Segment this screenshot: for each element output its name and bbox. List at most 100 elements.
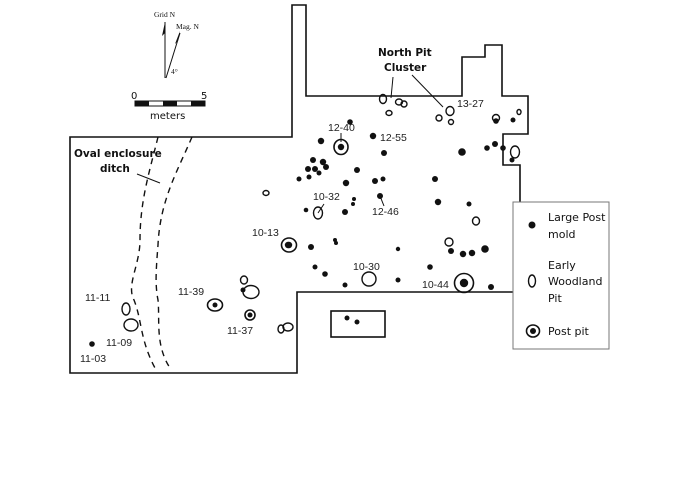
large-post-mold — [296, 176, 302, 182]
early-woodland-pit — [282, 322, 294, 332]
legend-large-post-mold-icon — [528, 221, 536, 229]
early-woodland-pit — [444, 237, 454, 247]
north-pit-cluster-line1: North Pit — [378, 47, 432, 59]
post-pit-core — [247, 312, 253, 318]
legend-item-2-line2: Woodland — [548, 275, 602, 288]
feature-label-11-11: 11-11 — [85, 292, 110, 304]
post-pit-ring — [206, 298, 224, 312]
large-post-mold — [372, 178, 378, 184]
legend-post-pit-icon — [525, 324, 541, 338]
large-post-mold — [323, 164, 329, 170]
early-woodland-pit — [378, 93, 388, 105]
large-post-mold — [354, 319, 360, 325]
large-post-mold — [334, 241, 338, 245]
ditch-annotation: Oval enclosure ditch — [74, 148, 162, 184]
large-post-mold — [319, 158, 327, 166]
large-post-mold — [380, 176, 386, 182]
feature-label-10-30: 10-30 — [353, 261, 380, 273]
large-post-mold — [377, 193, 383, 199]
large-post-mold — [352, 197, 356, 201]
early-woodland-pit — [242, 284, 260, 300]
oval-enclosure-ditch-inner — [130, 136, 159, 369]
feature-label-10-44: 10-44 — [422, 279, 449, 291]
declination-label: 4° — [171, 67, 178, 76]
post-pit-core — [337, 143, 345, 151]
feature-label-11-37: 11-37 — [227, 325, 253, 337]
post-pit-ring — [280, 237, 298, 253]
legend-item-2-line3: Pit — [548, 292, 562, 305]
scale-start-label: 0 — [131, 91, 137, 102]
feature-label-11-03: 11-03 — [80, 353, 106, 365]
grid-north-label: Grid N — [154, 10, 176, 19]
feature-label-10-32: 10-32 — [313, 191, 340, 203]
large-post-mold — [310, 157, 316, 163]
post-pit-core — [459, 278, 469, 288]
large-post-mold — [510, 117, 516, 123]
legend-item-2-line1: Early — [548, 259, 576, 272]
ditch-label-line2: ditch — [100, 163, 130, 175]
scale-end-label: 5 — [201, 91, 207, 102]
large-post-mold — [342, 282, 348, 288]
features-layer — [89, 93, 522, 347]
large-post-mold — [488, 284, 494, 290]
early-woodland-pit — [262, 189, 270, 197]
legend-item-1-line1: Large Post — [548, 211, 606, 224]
legend-item-1-line2: mold — [548, 228, 575, 241]
post-pit-ring — [244, 309, 256, 321]
large-post-mold — [306, 174, 312, 180]
early-woodland-pit — [385, 109, 393, 117]
early-woodland-pit — [123, 318, 139, 332]
large-post-mold — [395, 246, 401, 252]
feature-label-12-40: 12-40 — [328, 122, 355, 134]
early-woodland-pit — [121, 302, 131, 316]
large-post-mold — [317, 137, 325, 145]
large-post-mold — [303, 207, 309, 213]
large-post-mold — [395, 277, 401, 283]
excavation-boundary — [69, 4, 529, 374]
large-post-mold — [466, 201, 472, 207]
large-post-mold — [468, 249, 476, 257]
mag-north-arrowhead-icon — [175, 31, 180, 44]
early-woodland-pit — [509, 145, 521, 159]
early-woodland-pit — [400, 100, 408, 108]
large-post-mold — [427, 264, 433, 270]
feature-label-13-27: 13-27 — [457, 98, 484, 110]
north-pit-cluster-annotation: North Pit Cluster — [378, 47, 444, 108]
early-woodland-pit — [516, 108, 522, 116]
large-post-mold — [342, 209, 348, 215]
large-post-mold — [354, 167, 360, 173]
grid-north-arrowhead-icon — [162, 22, 165, 36]
large-post-mold — [312, 166, 318, 172]
post-pit-core — [285, 241, 293, 249]
mag-north-label: Mag. N — [176, 22, 199, 31]
scale-unit-label: meters — [150, 111, 185, 122]
large-post-mold — [344, 315, 350, 321]
feature-label-12-55: 12-55 — [380, 132, 407, 144]
early-woodland-pit — [312, 206, 324, 220]
feature-label-11-39: 11-39 — [178, 286, 204, 298]
feature-label-12-46: 12-46 — [372, 206, 399, 218]
large-post-mold — [448, 248, 454, 254]
early-woodland-pit — [239, 275, 249, 285]
legend-item-3-line1: Post pit — [548, 325, 590, 338]
large-post-mold — [432, 176, 438, 182]
early-woodland-pit — [445, 105, 455, 117]
large-post-mold — [351, 202, 355, 206]
post-pit-core — [212, 302, 218, 308]
large-post-mold — [240, 287, 246, 293]
large-post-mold — [322, 271, 328, 277]
feature-label-11-09: 11-09 — [106, 337, 132, 349]
large-post-mold — [308, 244, 314, 250]
scale-bar: 0 5 meters — [131, 91, 207, 122]
legend-early-woodland-pit-icon — [527, 274, 537, 288]
early-woodland-pit — [471, 216, 481, 226]
north-pit-cluster-line2: Cluster — [384, 62, 427, 74]
large-post-mold — [500, 145, 506, 151]
large-post-mold — [316, 170, 322, 176]
large-post-mold — [381, 150, 387, 156]
oval-enclosure-ditch-outer — [155, 136, 193, 369]
test-unit — [330, 310, 386, 338]
post-pit-ring — [333, 138, 349, 156]
large-post-mold — [484, 145, 490, 151]
